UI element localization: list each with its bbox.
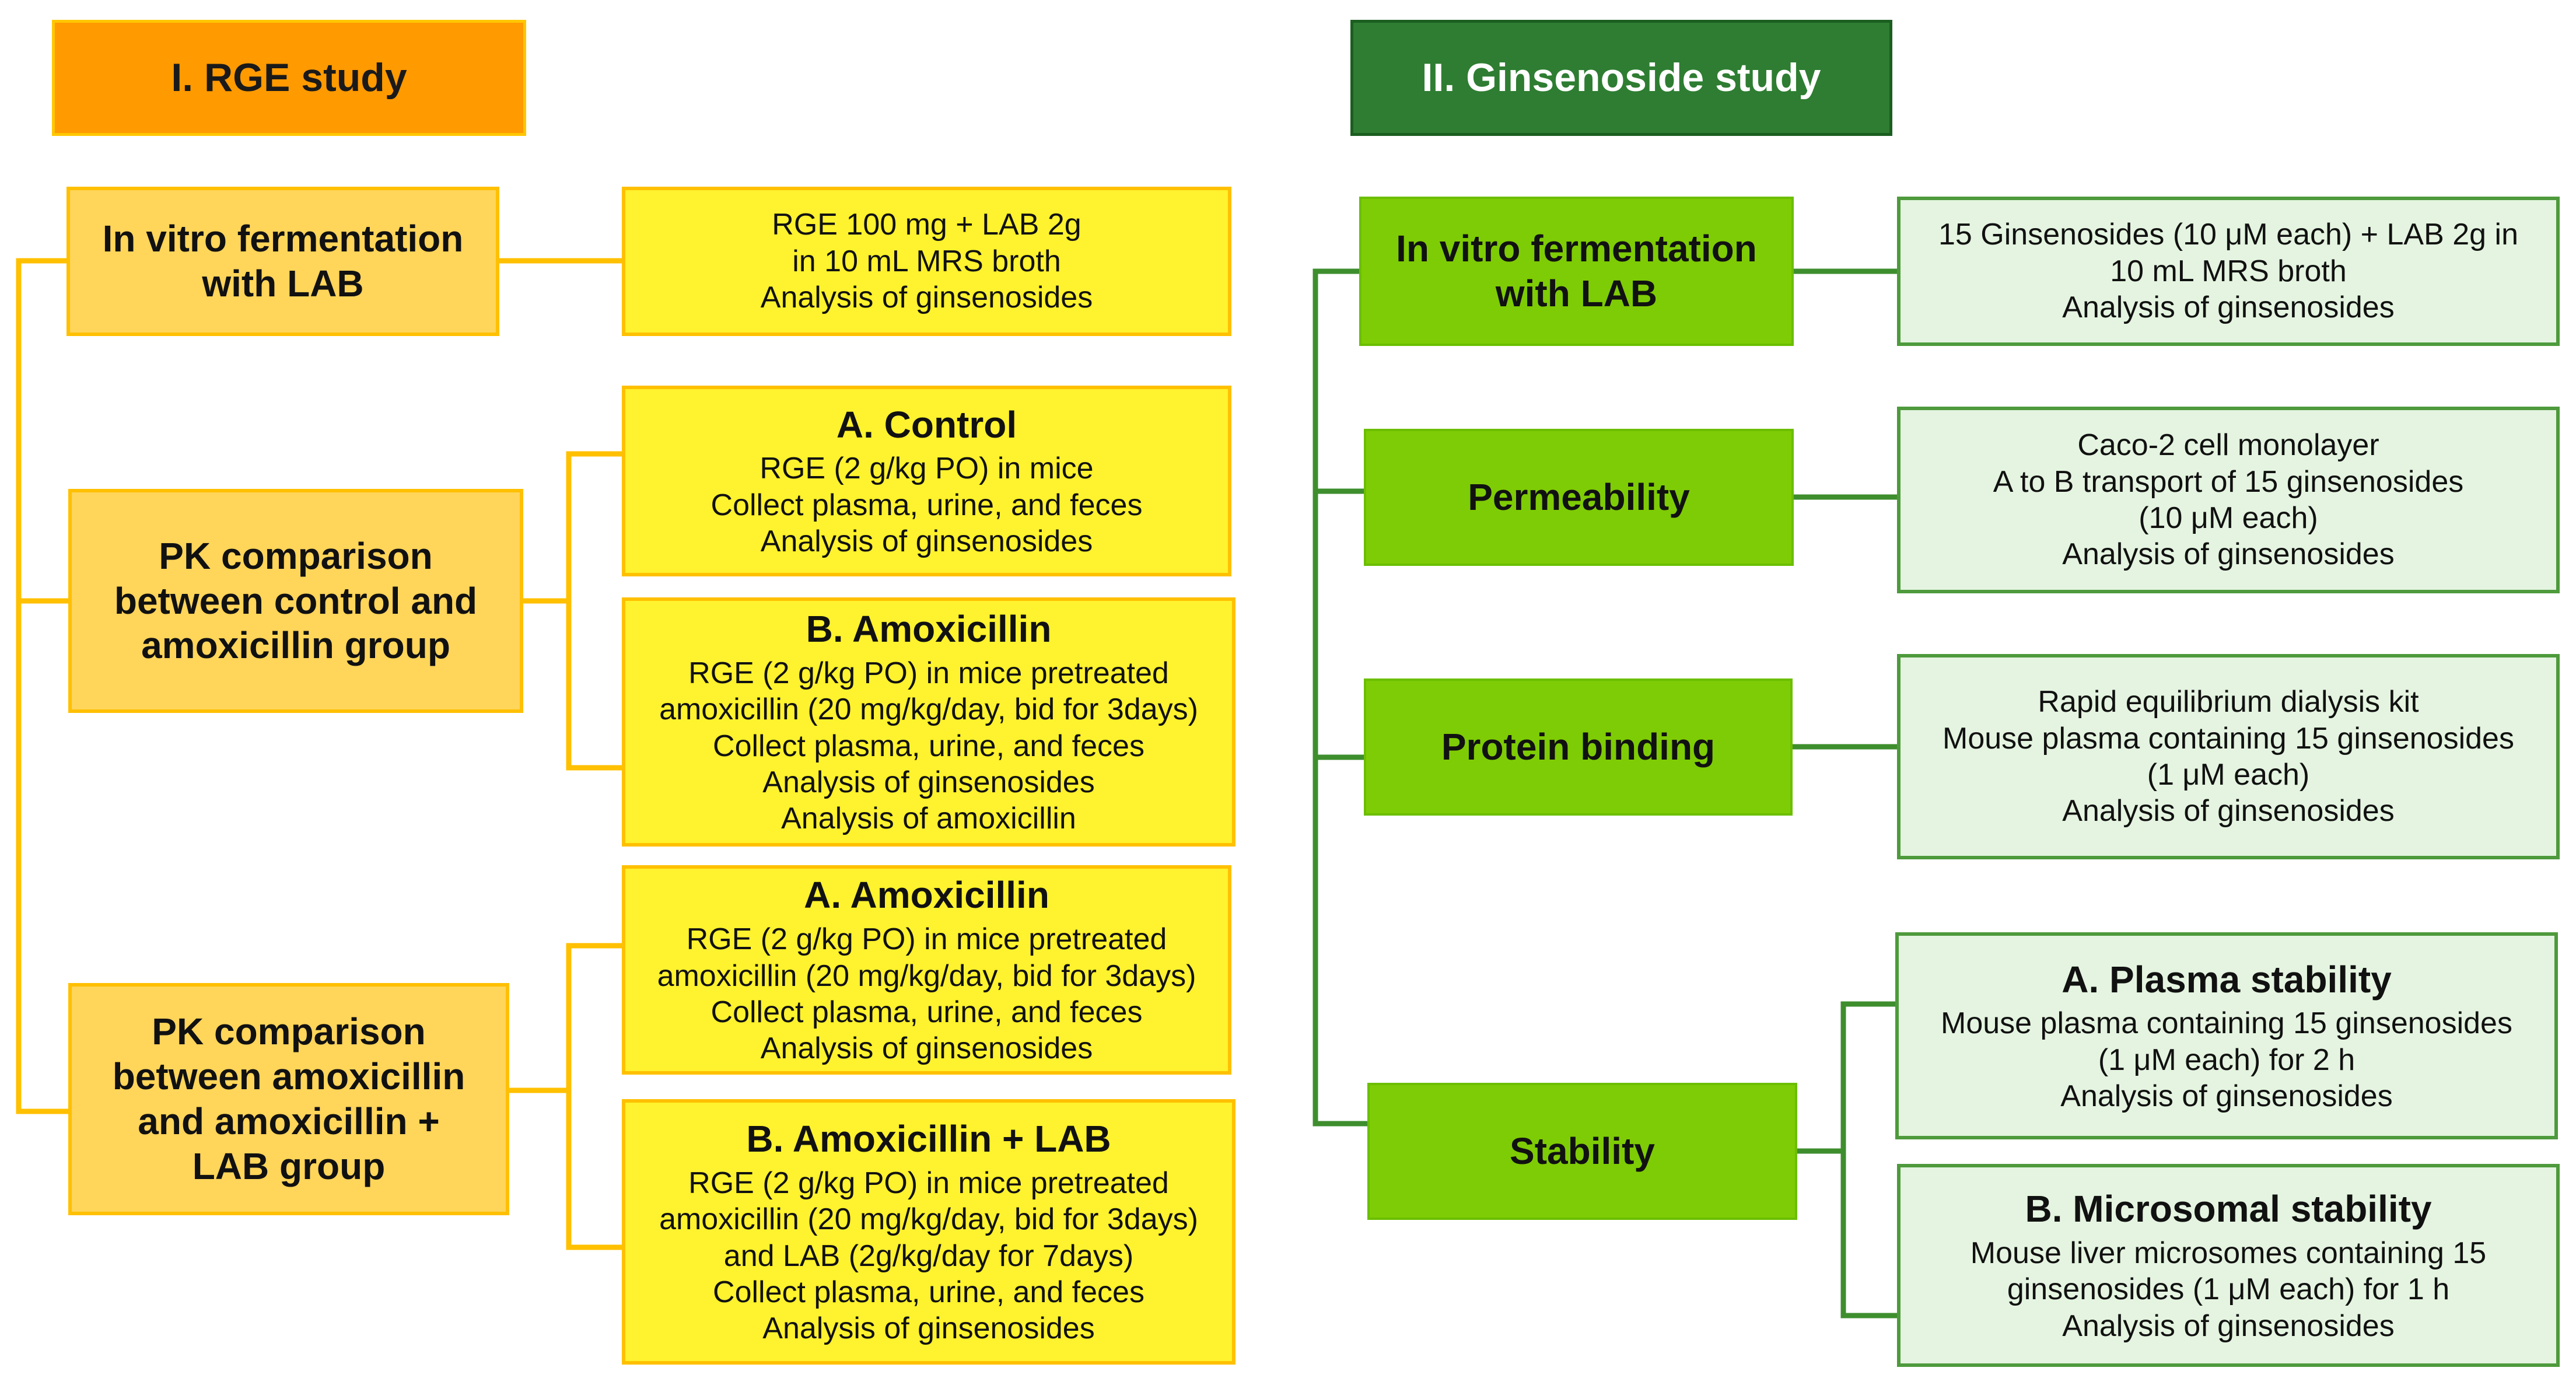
box-text-line: Mouse plasma containing 15 ginsenosides bbox=[1943, 721, 2514, 756]
box-heading: A. Amoxicillin bbox=[804, 874, 1049, 917]
box-text-line: Collect plasma, urine, and feces bbox=[713, 729, 1144, 763]
box-text-line: PK comparison bbox=[152, 1010, 426, 1053]
rge-pk-control-bracket bbox=[566, 451, 622, 771]
box-text-line: (1 μM each) bbox=[2147, 758, 2310, 792]
box-text-line: amoxicillin (20 mg/kg/day, bid for 3days… bbox=[659, 692, 1198, 727]
box-text-line: Collect plasma, urine, and feces bbox=[713, 1275, 1144, 1310]
box-text-line: RGE (2 g/kg PO) in mice pretreated bbox=[686, 922, 1167, 957]
box-text-line: Analysis of ginsenosides bbox=[760, 1031, 1093, 1066]
box-text-line: with LAB bbox=[1495, 272, 1658, 314]
box-text-line: ginsenosides (1 μM each) for 1 h bbox=[2007, 1272, 2450, 1307]
box-text-line: Permeability bbox=[1468, 476, 1690, 519]
gin-main-spine bbox=[1312, 268, 1367, 1127]
box-text-line: Analysis of ginsenosides bbox=[762, 1311, 1095, 1346]
box-text-line: Mouse liver microsomes containing 15 bbox=[1970, 1236, 2487, 1270]
box-text-line: II. Ginsenoside study bbox=[1422, 55, 1821, 100]
rge-pk-lab-bracket bbox=[566, 943, 622, 1250]
box-text-line: Analysis of ginsenosides bbox=[2062, 1309, 2395, 1343]
box-text-line: Analysis of ginsenosides bbox=[762, 765, 1095, 800]
box-text-line: Analysis of ginsenosides bbox=[2060, 1079, 2393, 1114]
box-text-line: Mouse plasma containing 15 ginsenosides bbox=[1941, 1006, 2512, 1041]
box-text-line: between control and bbox=[114, 579, 478, 622]
box-heading: B. Amoxicillin bbox=[806, 608, 1052, 650]
box-text-line: I. RGE study bbox=[171, 55, 407, 100]
box-text-line: RGE (2 g/kg PO) in mice bbox=[760, 452, 1094, 486]
box-text-line: Analysis of ginsenosides bbox=[2062, 537, 2395, 572]
box-text-line: (1 μM each) for 2 h bbox=[2098, 1043, 2356, 1077]
box-text-line: Analysis of ginsenosides bbox=[760, 524, 1093, 559]
box-text-line: RGE (2 g/kg PO) in mice pretreated bbox=[688, 656, 1169, 690]
gin-fermentation-detail: 15 Ginsenosides (10 μM each) + LAB 2g in… bbox=[1897, 197, 2560, 346]
box-heading: B. Amoxicillin + LAB bbox=[746, 1118, 1111, 1160]
box-text-line: Analysis of amoxicillin bbox=[781, 802, 1076, 836]
gin-stability-box: Stability bbox=[1367, 1083, 1797, 1220]
box-text-line: Caco-2 cell monolayer bbox=[2077, 428, 2379, 463]
box-text-line: RGE 100 mg + LAB 2g bbox=[772, 208, 1082, 242]
box-text-line: between amoxicillin bbox=[112, 1055, 466, 1098]
box-text-line: (10 μM each) bbox=[2138, 501, 2318, 535]
box-text-line: Analysis of ginsenosides bbox=[760, 281, 1093, 315]
box-text-line: Collect plasma, urine, and feces bbox=[710, 995, 1143, 1029]
box-text-line: PK comparison bbox=[159, 534, 433, 577]
rge-study-title: I. RGE study bbox=[52, 20, 526, 136]
box-text-line: In vitro fermentation bbox=[1396, 228, 1757, 270]
box-text-line: amoxicillin (20 mg/kg/day, bid for 3days… bbox=[659, 1202, 1198, 1237]
box-text-line: with LAB bbox=[202, 263, 364, 305]
gin-permeability-box: Permeability bbox=[1364, 429, 1794, 566]
box-heading: B. Microsomal stability bbox=[2025, 1188, 2432, 1230]
box-text-line: 10 mL MRS broth bbox=[2110, 254, 2347, 288]
box-text-line: Rapid equilibrium dialysis kit bbox=[2038, 685, 2419, 719]
rge-main-spine bbox=[16, 258, 68, 1114]
box-text-line: 15 Ginsenosides (10 μM each) + LAB 2g in bbox=[1938, 218, 2518, 252]
ginsenoside-study-title: II. Ginsenoside study bbox=[1350, 20, 1892, 136]
box-text-line: amoxicillin (20 mg/kg/day, bid for 3days… bbox=[657, 959, 1196, 993]
box-text-line: Stability bbox=[1510, 1130, 1655, 1173]
box-text-line: Analysis of ginsenosides bbox=[2062, 794, 2395, 828]
gin-protein-binding-box: Protein binding bbox=[1364, 678, 1793, 816]
gin-stability-bracket bbox=[1840, 1001, 1897, 1318]
box-heading: A. Plasma stability bbox=[2062, 958, 2392, 1001]
box-text-line: Analysis of ginsenosides bbox=[2062, 291, 2395, 325]
box-text-line: RGE (2 g/kg PO) in mice pretreated bbox=[688, 1166, 1169, 1200]
box-heading: A. Control bbox=[836, 403, 1017, 446]
box-text-line: Protein binding bbox=[1441, 726, 1716, 768]
box-text-line: amoxicillin group bbox=[141, 624, 450, 667]
box-text-line: Collect plasma, urine, and feces bbox=[710, 488, 1143, 522]
box-text-line: and amoxicillin + bbox=[138, 1100, 440, 1142]
box-text-line: LAB group bbox=[192, 1145, 386, 1187]
box-text-line: In vitro fermentation bbox=[102, 218, 464, 260]
box-text-line: in 10 mL MRS broth bbox=[792, 244, 1061, 278]
rge-amoxicillin-lab-detail: B. Amoxicillin + LAB RGE (2 g/kg PO) in m… bbox=[622, 1099, 1236, 1365]
box-text-line: A to B transport of 15 ginsenosides bbox=[1993, 464, 2464, 499]
box-text-line: and LAB (2g/kg/day for 7days) bbox=[723, 1239, 1134, 1273]
